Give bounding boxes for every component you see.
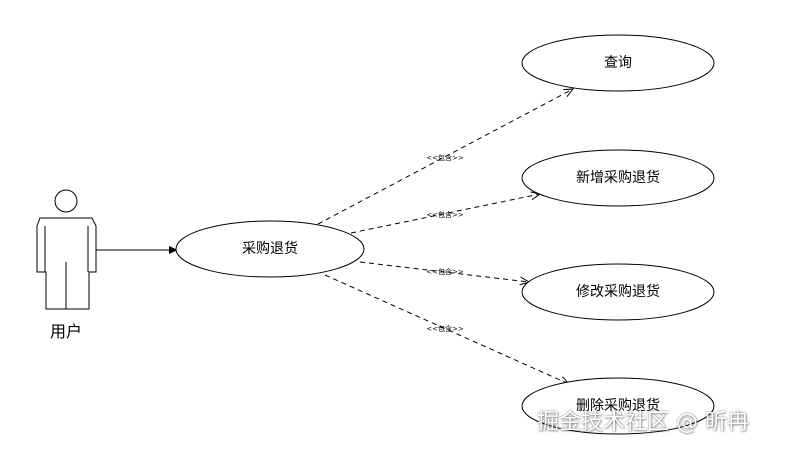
include-label: <<包含>> (426, 267, 464, 276)
usecase-edit[interactable]: 修改采购退货 (521, 263, 715, 321)
usecase-query[interactable]: 查询 (521, 34, 715, 92)
include-label: <<包含>> (426, 210, 464, 219)
stick-figure-icon (36, 189, 97, 310)
usecase-main-label: 采购退货 (242, 240, 298, 257)
include-relation-query: <<包含>> (317, 89, 573, 225)
usecase-edit-label: 修改采购退货 (576, 283, 660, 300)
usecase-delete-label: 删除采购退货 (576, 397, 660, 414)
usecase-add-label: 新增采购退货 (576, 169, 660, 186)
include-relation-delete: <<包含>> (324, 274, 569, 384)
include-label: <<包含>> (426, 153, 464, 162)
include-relation-add: <<包含>> (350, 194, 540, 234)
usecase-delete[interactable]: 删除采购退货 (521, 377, 715, 435)
usecase-add[interactable]: 新增采购退货 (521, 149, 715, 207)
usecase-main[interactable]: 采购退货 (175, 220, 365, 278)
include-relation-edit: <<包含>> (359, 261, 529, 282)
actor-label: 用户 (50, 322, 82, 341)
actor-user[interactable]: 用户 (36, 189, 97, 341)
usecase-query-label: 查询 (604, 55, 632, 71)
include-label: <<包含>> (426, 324, 464, 333)
